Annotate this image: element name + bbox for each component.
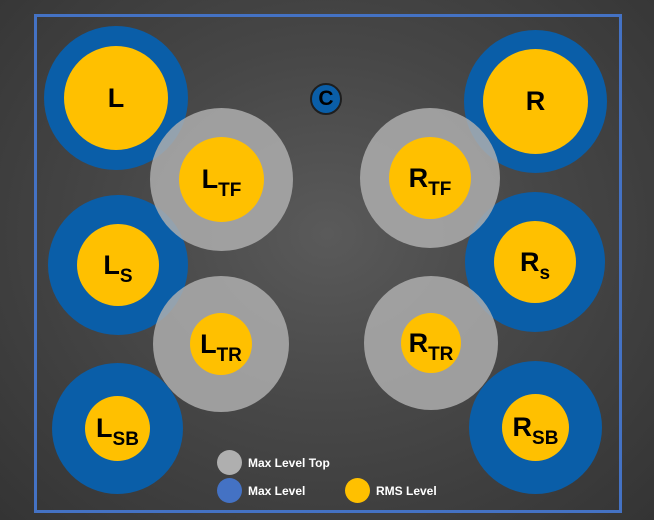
speaker-ls-label: LS <box>103 249 133 287</box>
speaker-lsb-rms-level: LSB <box>85 396 150 461</box>
legend-max-level-top-swatch <box>217 450 242 475</box>
speaker-c: C <box>310 83 342 115</box>
legend-max-level-top: Max Level Top <box>217 450 330 475</box>
speaker-rsb-label: RSB <box>512 412 559 449</box>
legend-max-level-label: Max Level <box>248 483 306 498</box>
speaker-lsb-max-level: LSB <box>52 363 183 494</box>
speaker-l-rms-level: L <box>64 46 168 150</box>
speaker-l-label: L <box>107 82 125 113</box>
speaker-rtr-label: RTR <box>408 327 454 365</box>
speaker-rs-rms-level: Rs <box>494 221 576 303</box>
legend-max-level-swatch <box>217 478 242 503</box>
speaker-rtr-max-level-top: RTR <box>364 276 498 410</box>
speaker-rtr-rms-level: RTR <box>401 313 461 373</box>
legend-rms-level: RMS Level <box>345 478 437 503</box>
speaker-lsb-label: LSB <box>96 413 139 450</box>
speaker-ltf-label: LTF <box>201 164 242 201</box>
speaker-rsb-max-level: RSB <box>469 361 602 494</box>
speaker-ls-rms-level: LS <box>77 224 159 306</box>
speaker-ltr-label: LTR <box>200 328 242 366</box>
speaker-rsb-rms-level: RSB <box>502 394 569 461</box>
speaker-c-label: C <box>318 87 334 110</box>
speaker-rtf-rms-level: RTF <box>389 137 471 219</box>
speaker-ltf-rms-level: LTF <box>179 137 264 222</box>
speaker-r-label: R <box>525 86 546 116</box>
legend-max-level: Max Level <box>217 478 305 503</box>
legend-rms-level-swatch <box>345 478 370 503</box>
speaker-rtf-max-level-top: RTF <box>360 108 500 248</box>
speaker-ltr-rms-level: LTR <box>190 313 252 375</box>
speaker-ltf-max-level-top: LTF <box>150 108 293 251</box>
speaker-r-rms-level: R <box>483 49 588 154</box>
speaker-rs-label: Rs <box>519 246 551 284</box>
legend-rms-level-label: RMS Level <box>376 483 437 498</box>
legend-max-level-top-label: Max Level Top <box>248 455 330 470</box>
room-outline <box>34 14 622 513</box>
speaker-rtf-label: RTF <box>408 162 452 200</box>
speaker-ltr-max-level-top: LTR <box>153 276 289 412</box>
